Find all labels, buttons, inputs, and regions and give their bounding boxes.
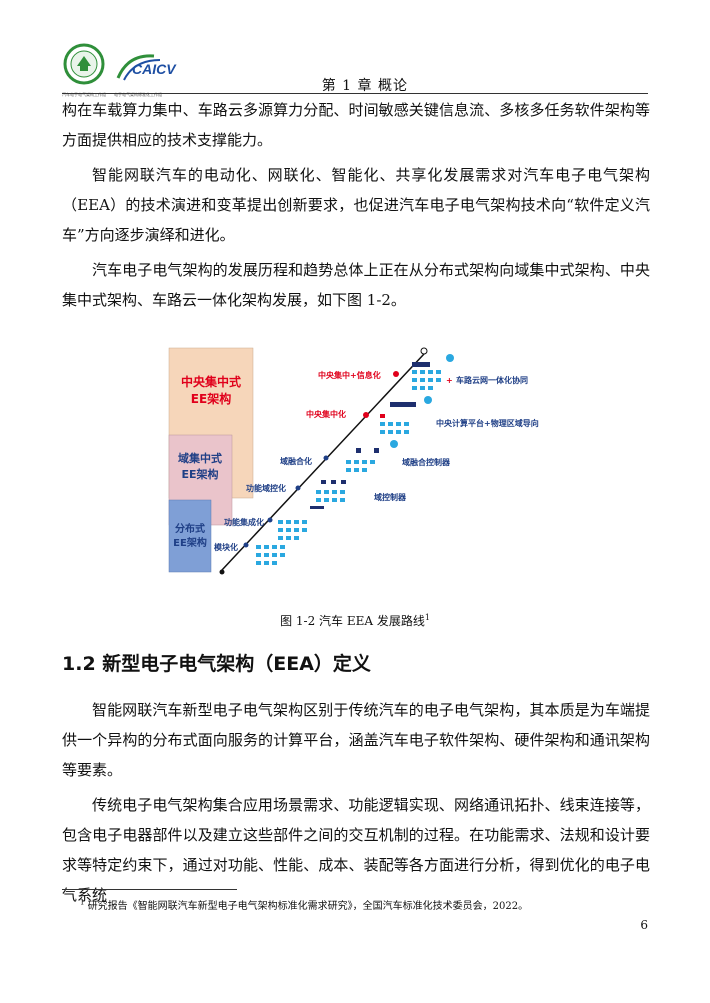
caicv-logo-icon: CAICV	[116, 54, 177, 81]
header-rule	[62, 93, 648, 94]
central-box-label-2: EE架构	[191, 391, 231, 406]
section-heading: 1.2 新型电子电气架构（EEA）定义	[62, 653, 371, 675]
svg-text:+: +	[446, 376, 453, 385]
paragraph-2: 智能网联汽车的电动化、网联化、智能化、共享化发展需求对汽车电子电气架构（EEA）…	[62, 166, 650, 244]
figure-caption: 图 1-2 汽车 EEA 发展路线1	[280, 613, 430, 628]
right-label-central-compute: 中央计算平台+物理区域导向	[436, 418, 539, 428]
distributed-box-label-1: 分布式	[175, 522, 205, 535]
central-box-label-1: 中央集中式	[181, 374, 241, 389]
stage-function-integration: 功能集成化	[224, 517, 264, 527]
cluster-central-info-icon	[412, 354, 454, 390]
right-label-vrc: 车路云网一体化协同	[456, 375, 528, 385]
paragraph-5: 传统电子电气架构集合应用场景需求、功能逻辑实现、网络通讯拓扑、线束连接等，包含电…	[62, 796, 650, 904]
paragraph-3: 汽车电子电气架构的发展历程和趋势总体上正在从分布式架构向域集中式架构、中央集中式…	[62, 261, 650, 309]
distributed-ee-box	[168, 499, 212, 573]
timeline-line	[221, 353, 425, 571]
page-header: 汽车电子电气架构工作组 CAICV 电子电气架构标准化工作组 第 1 章 概论	[62, 42, 648, 97]
cluster-central-icon	[380, 396, 432, 434]
cluster-modular-icon	[256, 545, 285, 565]
right-label-domain-fusion-controller: 域融合控制器	[402, 457, 451, 467]
chapter-title: 第 1 章 概论	[321, 78, 408, 94]
eea-roadmap-figure: 中央集中式 EE架构 域集中式 EE架构 分布式 EE架构 模块化 功能集成化 …	[168, 347, 539, 575]
association-logo-icon	[63, 43, 105, 85]
cluster-fusion-icon	[346, 440, 398, 472]
stage-modular: 模块化	[214, 542, 238, 552]
right-label-domain-controller: 域控制器	[374, 492, 407, 502]
cluster-domain-icon	[316, 480, 346, 502]
footnote: 1 研究报告《智能网联汽车新型电子电气架构标准化需求研究》，全国汽车标准化技术委…	[80, 898, 529, 912]
stage-central: 中央集中化	[306, 409, 346, 419]
domain-box-label-1: 域集中式	[178, 451, 222, 465]
stage-central-info: 中央集中+信息化	[318, 370, 381, 380]
timeline-end-dot	[420, 347, 428, 355]
stage-domain-fusion: 域融合化	[280, 456, 312, 466]
stage-function-domain: 功能域控化	[246, 483, 286, 493]
paragraph-4: 智能网联汽车新型电子电气架构区别于传统汽车的电子电气架构，其本质是为车端提供一个…	[62, 701, 650, 779]
caicv-logo-text: CAICV	[132, 61, 177, 77]
footnote-rule	[62, 889, 237, 890]
logo2-caption: 电子电气架构标准化工作组	[114, 92, 162, 97]
distributed-box-label-2: EE架构	[173, 536, 207, 549]
logo1-caption: 汽车电子电气架构工作组	[62, 92, 106, 97]
paragraph-1: 构在车载算力集中、车路云多源算力分配、时间敏感关键信息流、多核多任务软件架构等方…	[62, 101, 650, 149]
page-number: 6	[640, 918, 648, 932]
cluster-integration-icon	[278, 506, 324, 540]
timeline-start-dot	[219, 569, 225, 575]
domain-box-label-2: EE架构	[181, 467, 218, 481]
